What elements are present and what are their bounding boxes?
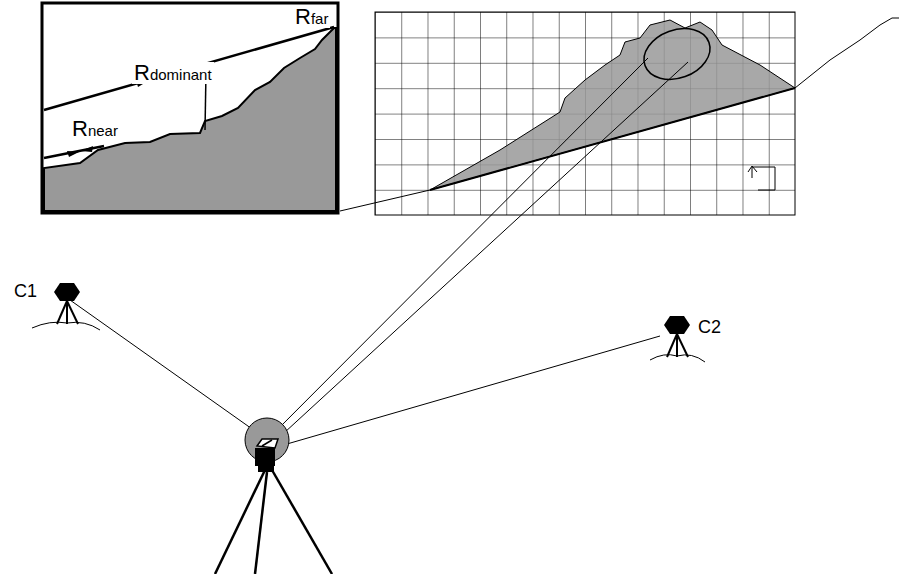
rock-face	[430, 20, 795, 190]
scan-direction-symbol	[748, 166, 775, 190]
target-c1	[32, 283, 100, 330]
scan-grid	[375, 12, 795, 215]
scan-footprint	[637, 20, 717, 88]
range-arrows	[67, 74, 162, 157]
rock-profile	[44, 28, 336, 211]
target-c2	[650, 316, 705, 362]
range-label: Rdominant	[132, 62, 214, 84]
dominant-range-line	[44, 27, 334, 110]
range-label: Rfar	[293, 6, 330, 28]
control-point-label: C1	[12, 282, 39, 300]
inset-frame	[42, 3, 338, 213]
sight-lines	[70, 58, 688, 446]
control-point-label: C2	[696, 318, 723, 336]
total-station	[215, 418, 332, 574]
face-base-line	[430, 88, 795, 190]
near-range-line	[44, 146, 104, 158]
profile-continuation	[795, 18, 899, 88]
profile-leader	[340, 190, 430, 211]
range-label: Rnear	[70, 118, 120, 140]
